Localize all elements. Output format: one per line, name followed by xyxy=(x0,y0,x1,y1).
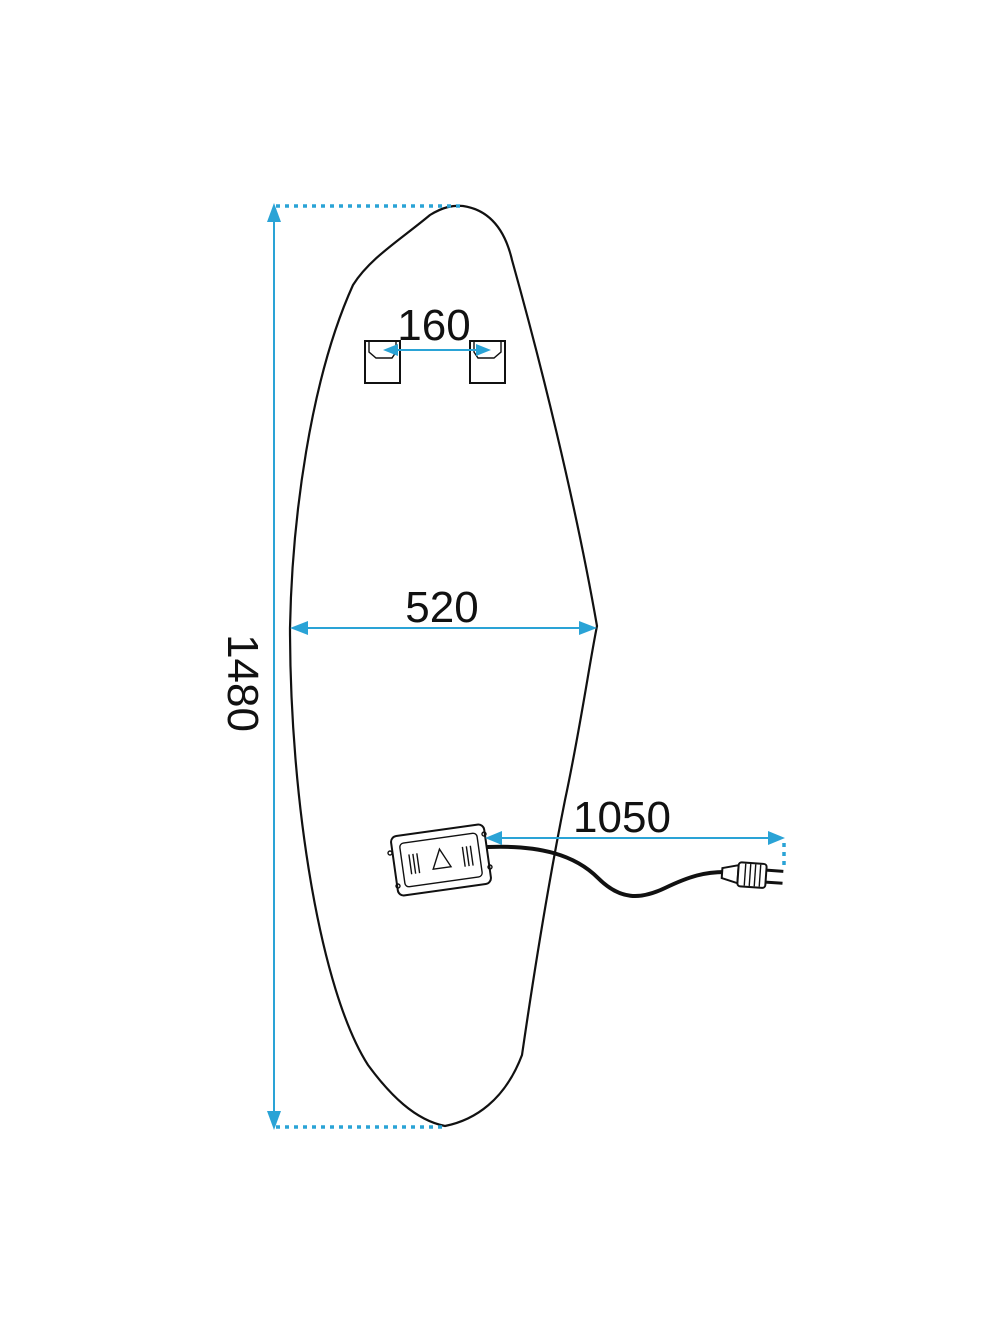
right-bracket-icon xyxy=(469,340,506,384)
cable-length-label: 1050 xyxy=(573,793,671,842)
cable-length-dimension xyxy=(485,831,786,868)
plug-icon xyxy=(720,861,784,889)
width-label: 520 xyxy=(405,583,478,632)
height-label: 1480 xyxy=(218,634,267,732)
bracket-spacing-dimension xyxy=(383,344,491,356)
width-dimension xyxy=(290,621,597,635)
mirror-outline xyxy=(288,204,599,1128)
power-supply-icon xyxy=(387,823,493,897)
bracket-spacing-label: 160 xyxy=(397,301,470,350)
height-dimension xyxy=(267,203,463,1130)
power-cable xyxy=(486,844,727,899)
